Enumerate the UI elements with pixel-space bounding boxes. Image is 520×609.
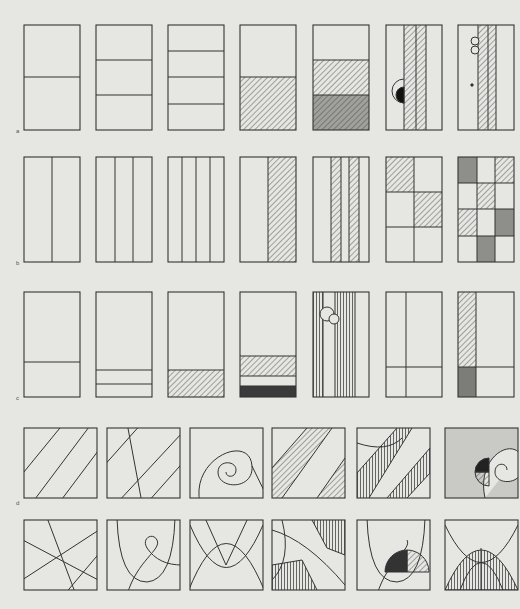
row-letter: d [16,500,19,506]
row-letter: b [16,260,19,266]
row-letter: a [16,128,19,134]
row-letter: c [16,395,19,401]
